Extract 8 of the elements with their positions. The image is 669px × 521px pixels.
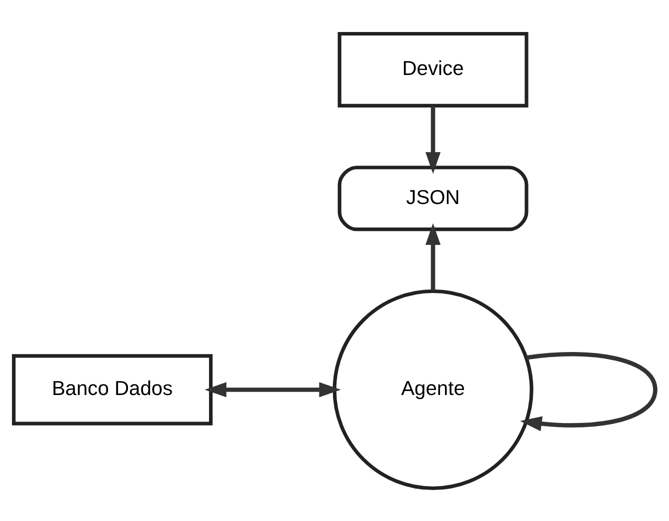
arrow: [425, 222, 441, 290]
arrow: [520, 352, 658, 431]
node-box: JSON: [338, 165, 528, 231]
node-circle: Agente: [332, 288, 534, 490]
arrow: [204, 382, 341, 397]
arrow: [425, 106, 441, 174]
node-box: Device: [338, 31, 528, 107]
node-box: Banco Dados: [12, 354, 213, 425]
